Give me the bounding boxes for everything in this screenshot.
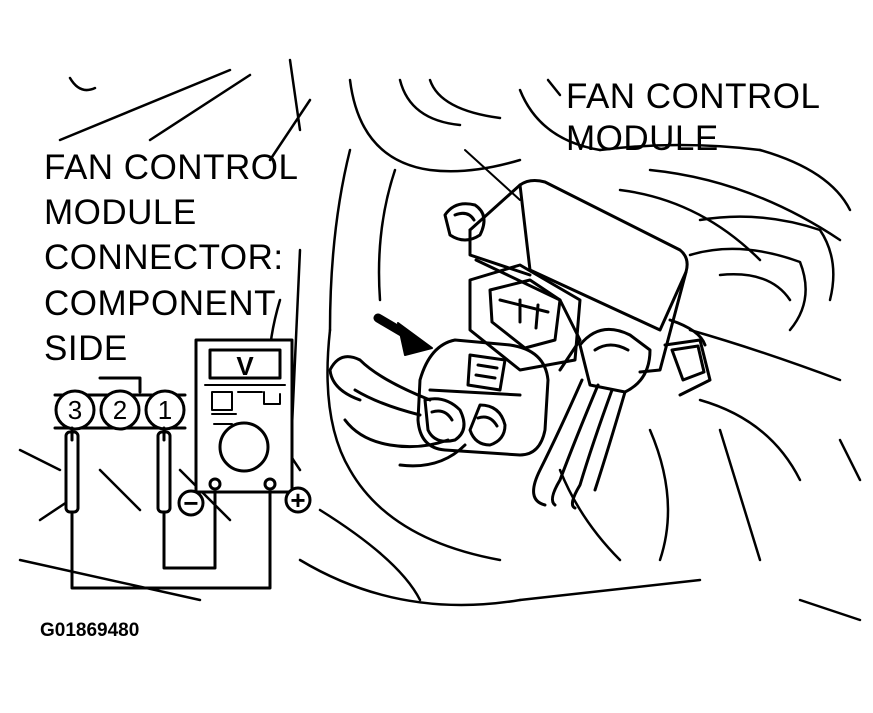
negative-symbol: − [183,488,198,518]
multimeter-display [208,348,282,380]
pin-3-label: 3 [68,395,82,425]
multimeter [177,338,312,517]
jack-positive [263,477,277,491]
connector-label-line-1: FAN CONTROL [44,148,299,187]
probe-left [64,430,80,514]
module-label-line-1: FAN CONTROL [566,77,821,116]
engine-bay-background [18,58,862,622]
module-label-line-2: MODULE [566,119,719,158]
pin-2-label: 2 [113,395,127,425]
multimeter-dial [218,421,270,473]
meter-mode-label: V [236,351,254,381]
disconnected-connector [328,338,550,468]
module-leader-line [464,149,521,201]
pin-labels: 3 2 1 V − + [68,351,306,518]
pointer-arrow [373,313,433,356]
connector-pin-diagram [53,376,187,431]
positive-marker [284,486,312,514]
lead-negative [162,488,217,570]
jack-negative [208,477,222,491]
connector-label-line-4: COMPONENT [44,284,276,323]
pin-1-label: 1 [158,395,172,425]
pin-2-circle [99,389,141,431]
figure-id: G01869480 [40,620,140,641]
negative-marker [177,489,205,517]
test-probes [64,426,272,590]
module-harness-connector [532,327,652,510]
lead-positive [70,488,272,590]
connector-label-line-2: MODULE [44,193,197,232]
connector-label-line-3: CONNECTOR: [44,238,284,277]
pin-3-circle [54,389,96,431]
connector-label-line-5: SIDE [44,329,128,368]
fan-control-module [443,179,712,397]
probe-right [156,430,172,514]
positive-symbol: + [290,485,305,515]
